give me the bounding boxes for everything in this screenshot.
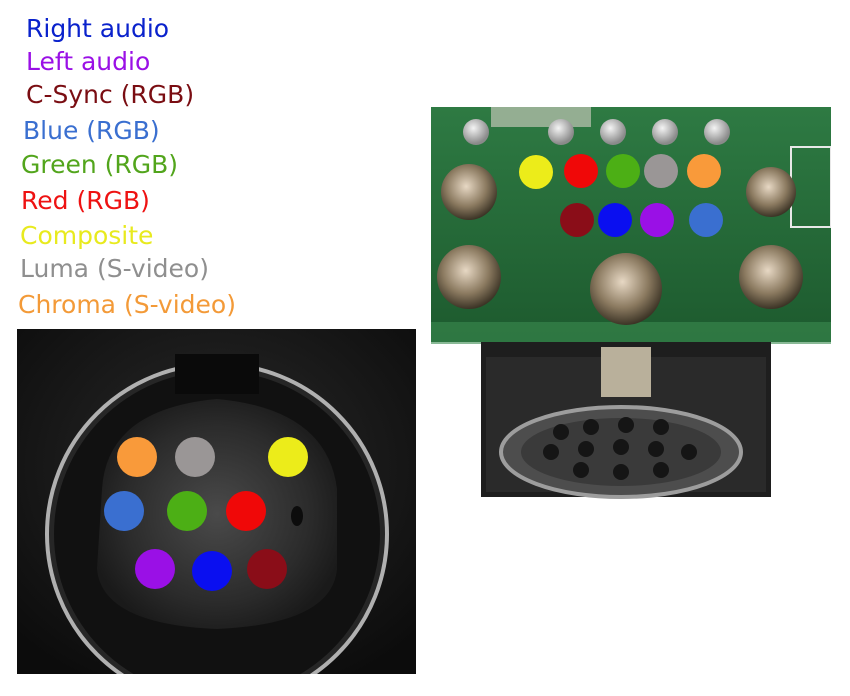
board-pad-left-audio <box>640 203 674 237</box>
legend-item-left-audio: Left audio <box>26 47 151 76</box>
connector-pin-left-audio <box>135 549 175 589</box>
board-connector-photo <box>431 107 831 515</box>
connector-pin-csync <box>247 549 287 589</box>
board-pad-chroma <box>687 154 721 188</box>
legend-item-luma-s-video: Luma (S-video) <box>20 254 209 283</box>
connector-face-photo <box>17 329 416 674</box>
legend-item-red-rgb: Red (RGB) <box>21 186 150 215</box>
board-pad-composite <box>519 155 553 189</box>
connector-pin-right-audio <box>192 551 232 591</box>
board-pad-right-audio <box>598 203 632 237</box>
connector-face-image <box>17 329 416 674</box>
legend-item-right-audio: Right audio <box>26 14 170 43</box>
connector-pin-composite <box>268 437 308 477</box>
connector-pin-green <box>167 491 207 531</box>
board-pad-blue <box>689 203 723 237</box>
board-pad-red <box>564 154 598 188</box>
board-pad-luma <box>644 154 678 188</box>
legend-item-c-sync-rgb: C-Sync (RGB) <box>26 80 195 109</box>
connector-pin-blue <box>104 491 144 531</box>
board-pad-green <box>606 154 640 188</box>
legend-item-blue-rgb: Blue (RGB) <box>23 116 160 145</box>
legend-item-green-rgb: Green (RGB) <box>21 150 179 179</box>
board-pad-csync <box>560 203 594 237</box>
connector-pin-red <box>226 491 266 531</box>
connector-pin-chroma <box>117 437 157 477</box>
connector-pin-luma <box>175 437 215 477</box>
legend-item-composite: Composite <box>20 221 154 250</box>
legend-item-chroma-s-video: Chroma (S-video) <box>18 290 236 319</box>
